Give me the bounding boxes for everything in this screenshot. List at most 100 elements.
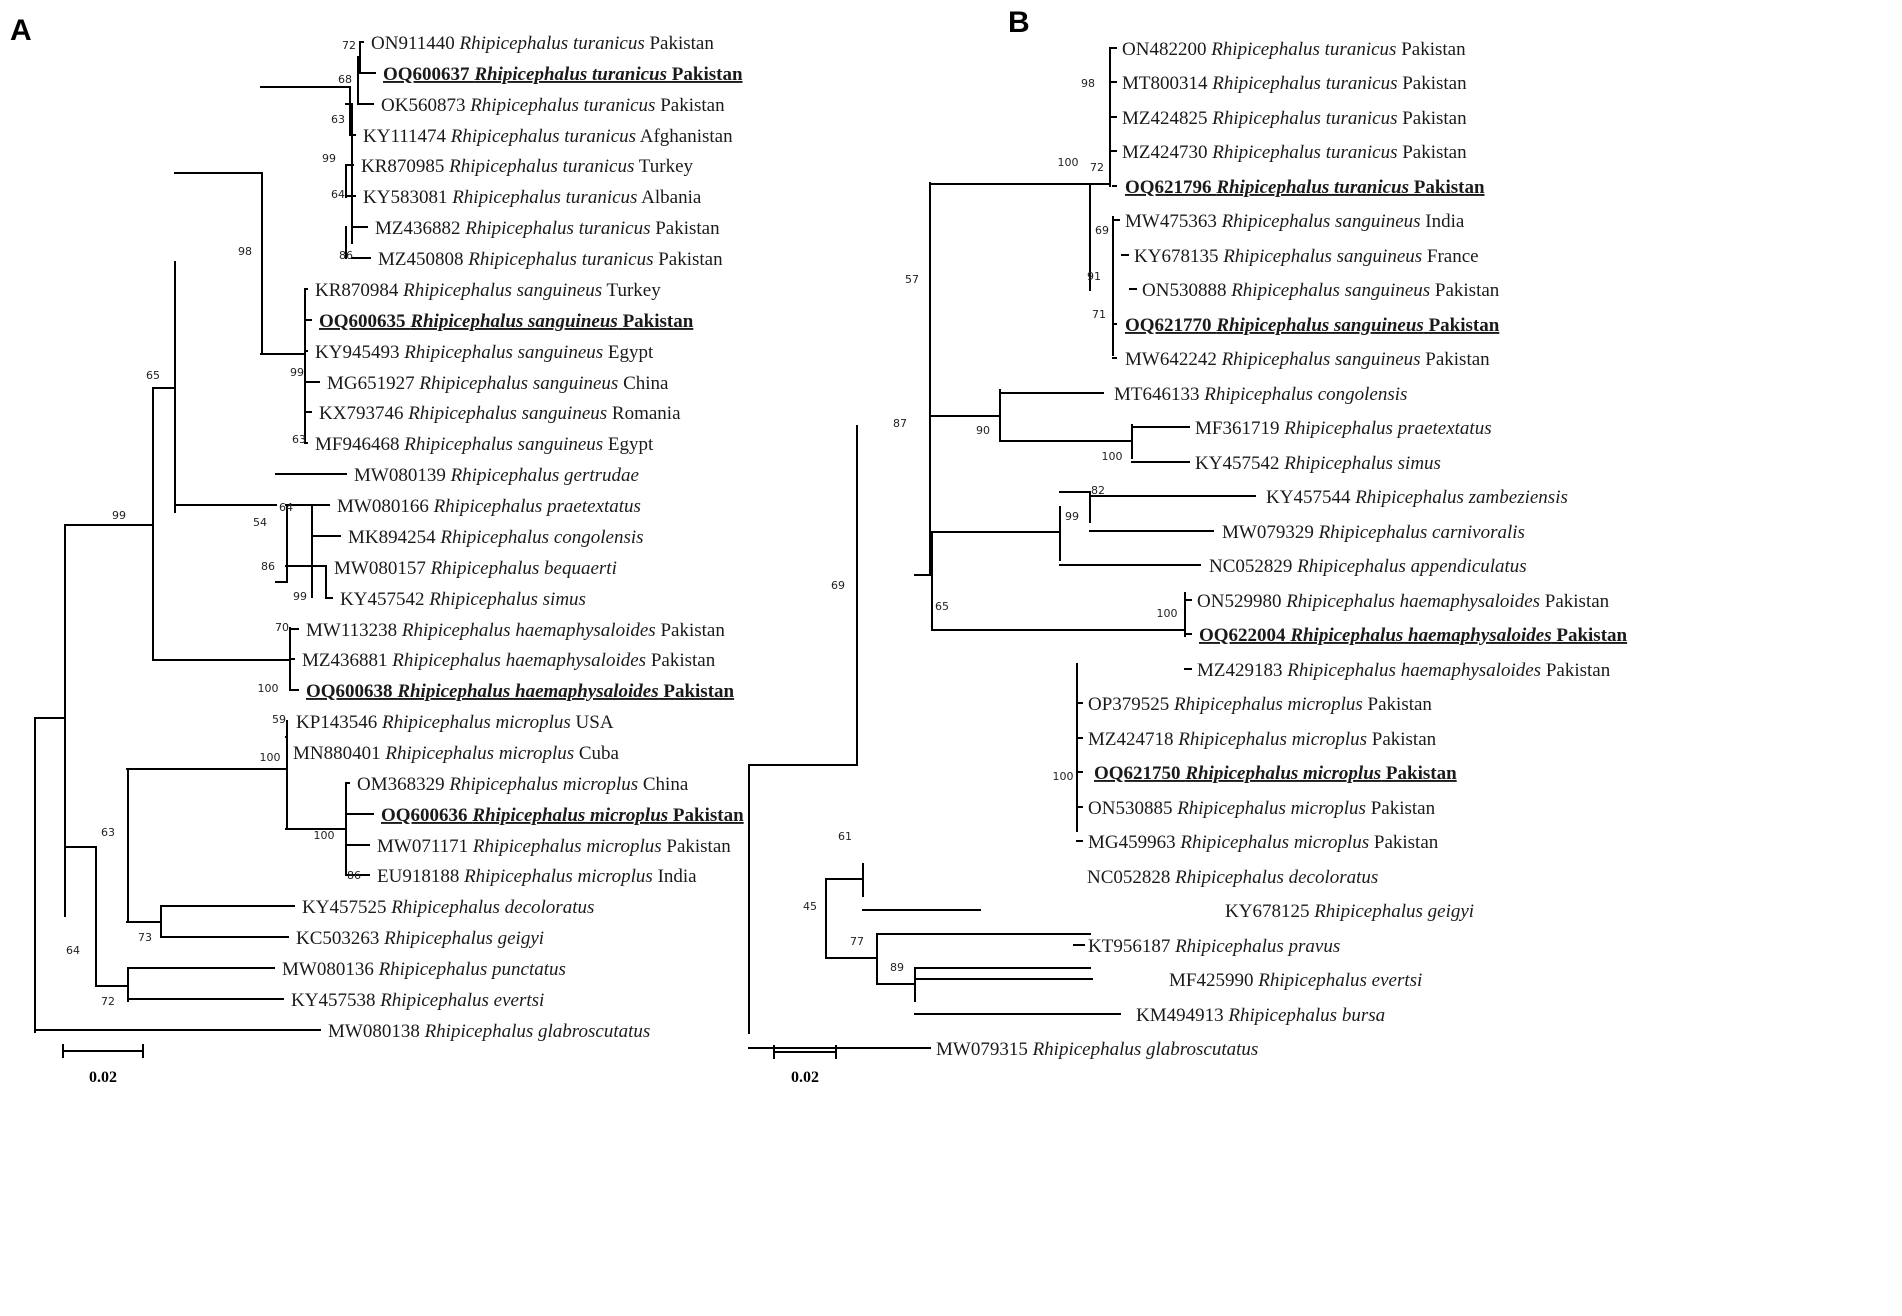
panel-a-bootstrap-value: 72 bbox=[342, 39, 356, 52]
panel-b-leaf-label: MF361719 Rhipicephalus praetextatus bbox=[1195, 418, 1492, 439]
country-name: Pakistan bbox=[1396, 39, 1466, 60]
panel-a-bootstrap-value: 63 bbox=[101, 826, 115, 839]
panel-b-bootstrap-value: 72 bbox=[1090, 161, 1104, 174]
species-name: Rhipicephalus microplus bbox=[1177, 729, 1367, 750]
country-name: France bbox=[1422, 246, 1478, 267]
country-name: Pakistan bbox=[1540, 591, 1610, 612]
country-name: USA bbox=[571, 712, 614, 733]
panel-b-leaf-label: KT956187 Rhipicephalus pravus bbox=[1088, 936, 1340, 957]
species-name: Rhipicephalus simus bbox=[1283, 453, 1441, 474]
species-name: Rhipicephalus turanicus bbox=[464, 218, 650, 239]
accession-number: ON530885 bbox=[1088, 798, 1177, 819]
species-name: Rhipicephalus microplus bbox=[1173, 694, 1363, 715]
panel-b-bootstrap-value: 91 bbox=[1087, 270, 1101, 283]
panel-b-leaf-label: MT646133 Rhipicephalus congolensis bbox=[1114, 384, 1407, 405]
panel-b-scale-label: 0.02 bbox=[791, 1069, 819, 1086]
species-name: Rhipicephalus sanguineus bbox=[403, 434, 603, 455]
accession-number: KY945493 bbox=[315, 342, 404, 363]
panel-a-leaf-label: MK894254 Rhipicephalus congolensis bbox=[348, 527, 644, 548]
panel-a-leaf-label: OK560873 Rhipicephalus turanicus Pakista… bbox=[381, 95, 725, 116]
panel-a-bootstrap-value: 73 bbox=[138, 931, 152, 944]
country-name: Pakistan bbox=[1397, 142, 1467, 163]
species-name: Rhipicephalus microplus bbox=[381, 712, 571, 733]
panel-b-bootstrap-value: 90 bbox=[976, 424, 990, 437]
panel-b-leaf-label: OQ621770 Rhipicephalus sanguineus Pakist… bbox=[1125, 315, 1500, 336]
accession-number: MZ429183 bbox=[1197, 660, 1287, 681]
species-name: Rhipicephalus microplus bbox=[1184, 763, 1381, 784]
panel-b-bootstrap-value: 82 bbox=[1091, 484, 1105, 497]
panel-a-leaf-label: KY457538 Rhipicephalus evertsi bbox=[291, 990, 544, 1011]
species-name: Rhipicephalus praetextatus bbox=[433, 496, 641, 517]
species-name: Rhipicephalus sanguineus bbox=[1230, 280, 1430, 301]
panel-a-bootstrap-value: 70 bbox=[275, 621, 289, 634]
accession-number: OQ600637 bbox=[383, 64, 474, 85]
accession-number: OQ600636 bbox=[381, 805, 472, 826]
accession-number: OQ600635 bbox=[319, 311, 410, 332]
accession-number: KC503263 bbox=[296, 928, 384, 949]
species-name: Rhipicephalus bequaerti bbox=[430, 558, 617, 579]
accession-number: KY457542 bbox=[340, 589, 429, 610]
species-name: Rhipicephalus microplus bbox=[1179, 832, 1369, 853]
panel-a-leaf-label: MG651927 Rhipicephalus sanguineus China bbox=[327, 373, 669, 394]
species-name: Rhipicephalus haemaphysaloides bbox=[391, 650, 646, 671]
species-name: Rhipicephalus pravus bbox=[1174, 936, 1340, 957]
species-name: Rhipicephalus turanicus bbox=[459, 33, 645, 54]
species-name: Rhipicephalus turanicus bbox=[1211, 142, 1397, 163]
accession-number: KY457538 bbox=[291, 990, 380, 1011]
species-name: Rhipicephalus sanguineus bbox=[1215, 315, 1424, 336]
panel-b-leaf-label: OQ621750 Rhipicephalus microplus Pakista… bbox=[1094, 763, 1457, 784]
accession-number: OM368329 bbox=[357, 774, 449, 795]
species-name: Rhipicephalus sanguineus bbox=[1222, 246, 1422, 267]
species-name: Rhipicephalus microplus bbox=[1176, 798, 1366, 819]
accession-number: OK560873 bbox=[381, 95, 470, 116]
country-name: Pakistan bbox=[650, 218, 720, 239]
panel-b-letter: B bbox=[1008, 6, 1030, 39]
accession-number: MZ436882 bbox=[375, 218, 465, 239]
accession-number: KY457544 bbox=[1266, 487, 1355, 508]
panel-a-leaf-label: KY457542 Rhipicephalus simus bbox=[340, 589, 586, 610]
accession-number: MZ424718 bbox=[1088, 729, 1178, 750]
species-name: Rhipicephalus simus bbox=[428, 589, 586, 610]
accession-number: MW071171 bbox=[377, 836, 473, 857]
country-name: Pakistan bbox=[659, 681, 735, 702]
panel-a-leaf-label: MZ436882 Rhipicephalus turanicus Pakista… bbox=[375, 218, 720, 239]
accession-number: ON911440 bbox=[371, 33, 460, 54]
panel-b-leaf-label: MZ424718 Rhipicephalus microplus Pakista… bbox=[1088, 729, 1437, 750]
panel-a-bootstrap-value: 98 bbox=[238, 245, 252, 258]
species-name: Rhipicephalus haemaphysaloides bbox=[1289, 625, 1551, 646]
panel-b-leaf-label: MZ424825 Rhipicephalus turanicus Pakista… bbox=[1122, 108, 1467, 129]
species-name: Rhipicephalus sanguineus bbox=[418, 373, 618, 394]
accession-number: MF946468 bbox=[315, 434, 404, 455]
country-name: Pakistan bbox=[1381, 763, 1457, 784]
panel-b-bootstrap-value: 65 bbox=[935, 600, 949, 613]
panel-a-bootstrap-value: 100 bbox=[260, 751, 281, 764]
panel-b-leaf-label: OQ622004 Rhipicephalus haemaphysaloides … bbox=[1199, 625, 1628, 646]
panel-b-bootstrap-value: 45 bbox=[803, 900, 817, 913]
panel-b-bootstrap-value: 69 bbox=[1095, 224, 1109, 237]
country-name: India bbox=[1421, 211, 1465, 232]
accession-number: EU918188 bbox=[377, 866, 464, 887]
panel-b-leaf-label: MT800314 Rhipicephalus turanicus Pakista… bbox=[1122, 73, 1467, 94]
country-name: Pakistan bbox=[646, 650, 716, 671]
country-name: Pakistan bbox=[1363, 694, 1433, 715]
panel-a-leaf-label: KY457525 Rhipicephalus decoloratus bbox=[302, 897, 594, 918]
country-name: Pakistan bbox=[1421, 349, 1491, 370]
panel-b-leaf-label: ON529980 Rhipicephalus haemaphysaloides … bbox=[1197, 591, 1610, 612]
country-name: Pakistan bbox=[1397, 73, 1467, 94]
panel-a-bootstrap-value: 68 bbox=[338, 73, 352, 86]
species-name: Rhipicephalus evertsi bbox=[1257, 970, 1422, 991]
accession-number: NC052828 bbox=[1087, 867, 1175, 888]
accession-number: MN880401 bbox=[293, 743, 385, 764]
panel-a-bootstrap-value: 65 bbox=[146, 369, 160, 382]
accession-number: MZ436881 bbox=[302, 650, 392, 671]
panel-a-leaf-label: KP143546 Rhipicephalus microplus USA bbox=[296, 712, 614, 733]
accession-number: MW080157 bbox=[334, 558, 431, 579]
panel-b-bootstrap-value: 100 bbox=[1102, 450, 1123, 463]
panel-b-leaf-label: KY678125 Rhipicephalus geigyi bbox=[1225, 901, 1474, 922]
panel-b-leaf-label: MG459963 Rhipicephalus microplus Pakista… bbox=[1088, 832, 1439, 853]
country-name: Pakistan bbox=[1369, 832, 1439, 853]
panel-a-bootstrap-value: 72 bbox=[101, 995, 115, 1008]
accession-number: KT956187 bbox=[1088, 936, 1175, 957]
